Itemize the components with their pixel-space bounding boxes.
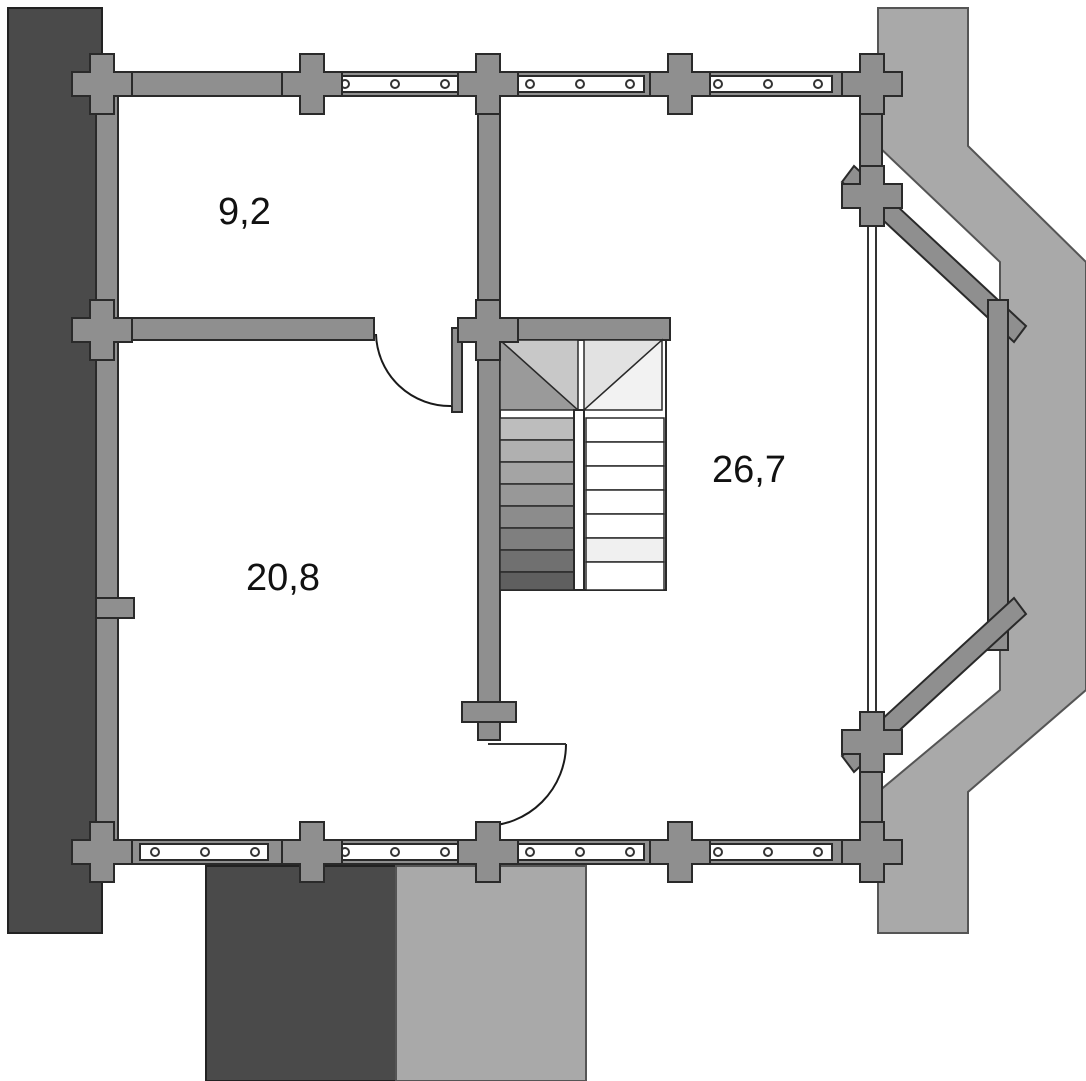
area-label-upper-left: 9,2 bbox=[218, 191, 271, 233]
porch-roof-light bbox=[395, 865, 587, 1081]
log-joint bbox=[71, 821, 133, 883]
roof-left bbox=[7, 7, 103, 934]
log-joint bbox=[457, 299, 519, 361]
window bbox=[515, 843, 645, 861]
log-joint bbox=[71, 299, 133, 361]
log-joint bbox=[841, 53, 903, 115]
log-joint bbox=[841, 165, 903, 227]
window bbox=[703, 75, 833, 93]
log-joint bbox=[71, 53, 133, 115]
left-wall bbox=[95, 71, 119, 865]
window bbox=[703, 843, 833, 861]
roof-right bbox=[877, 7, 1086, 934]
bay-walls bbox=[840, 164, 1028, 774]
posts bbox=[71, 53, 903, 883]
door-lower bbox=[461, 701, 567, 827]
log-joint bbox=[457, 821, 519, 883]
log-joint bbox=[841, 711, 903, 773]
log-joint bbox=[457, 53, 519, 115]
log-joint bbox=[649, 821, 711, 883]
partition-wall-horizontal bbox=[95, 317, 375, 341]
area-label-lower-left: 20,8 bbox=[246, 557, 320, 599]
log-joint bbox=[281, 53, 343, 115]
log-joint bbox=[281, 821, 343, 883]
porch-roof-dark bbox=[205, 865, 397, 1081]
area-label-right: 26,7 bbox=[712, 449, 786, 491]
staircase bbox=[498, 338, 667, 591]
partition-wall-vertical bbox=[477, 71, 501, 741]
door-upper bbox=[375, 330, 453, 408]
left-stub bbox=[95, 597, 135, 619]
window bbox=[515, 75, 645, 93]
log-joint bbox=[649, 53, 711, 115]
window bbox=[139, 843, 269, 861]
log-joint bbox=[841, 821, 903, 883]
